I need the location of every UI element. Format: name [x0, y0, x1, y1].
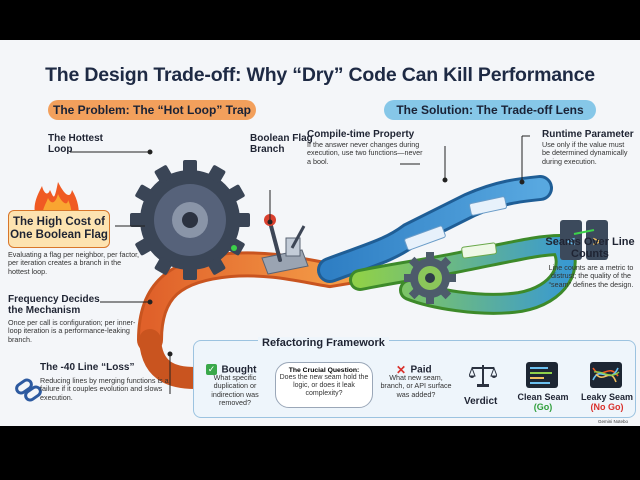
scale-icon: [469, 365, 497, 387]
paid-title: Paid: [410, 364, 432, 376]
frequency-title: Frequency Decides the Mechanism: [8, 294, 100, 316]
compile-time-title: Compile-time Property: [307, 129, 415, 140]
crucial-question-box: The Crucial Question: Does the new seam …: [275, 362, 373, 408]
letterbox-bottom: [0, 426, 640, 480]
infographic-canvas: The Design Trade-off: Why “Dry” Code Can…: [0, 40, 640, 426]
loss-body: Reducing lines by merging functions is a…: [40, 376, 169, 402]
seams-body: Line counts are a metric to distrust; th…: [548, 263, 634, 289]
small-gear-icon: [404, 252, 456, 304]
leaky-seam-label: Leaky Seam: [580, 392, 634, 402]
svg-text:>: >: [593, 234, 601, 250]
runtime-body: Use only if the value must be determined…: [542, 140, 628, 166]
paid-heading: ✕ Paid: [396, 361, 432, 379]
clean-seam-label: Clean Seam: [517, 392, 569, 402]
high-cost-body: Evaluating a flag per neighbor, per fact…: [8, 250, 140, 276]
bought-title: Bought: [221, 364, 257, 376]
chain-link-icon: [15, 378, 42, 402]
high-cost-box: The High Cost of One Boolean Flag: [8, 210, 110, 248]
track-illustration: < >: [15, 135, 608, 402]
question-title: The Crucial Question:: [288, 367, 360, 374]
hottest-loop-label: The Hottest Loop: [48, 133, 103, 155]
tangled-code-icon: [590, 362, 622, 388]
runtime-title: Runtime Parameter: [542, 129, 634, 140]
bought-heading: ✓ Bought: [206, 361, 256, 379]
watermark: Gemini Notebo: [598, 419, 629, 424]
clean-code-icon: [526, 362, 558, 388]
boolean-flag-branch-label: Boolean Flag Branch: [250, 133, 313, 155]
compile-time-body: If the answer never changes during execu…: [307, 140, 423, 166]
seams-title: Seams Over Line Counts: [545, 236, 635, 260]
paid-body: What new seam, branch, or API surface wa…: [380, 373, 452, 399]
page-title: The Design Trade-off: Why “Dry” Code Can…: [45, 64, 595, 86]
verdict-label: Verdict: [464, 396, 498, 407]
framework-title: Refactoring Framework: [258, 337, 389, 349]
question-body: Does the new seam hold the logic, or doe…: [279, 374, 369, 397]
bought-body: What specific duplication or indirection…: [211, 373, 259, 408]
cross-icon: ✕: [396, 362, 407, 377]
lever-icon: [261, 214, 309, 275]
code-brackets-icon: < >: [560, 220, 608, 260]
checkmark-icon: ✓: [206, 364, 217, 376]
clean-go-label: (Go): [533, 402, 553, 412]
leaky-nogo-label: (No Go): [590, 402, 624, 412]
gear-icon: [130, 160, 250, 280]
loss-title: The -40 Line “Loss”: [40, 362, 135, 373]
refactoring-framework-box: [193, 340, 636, 418]
svg-text:<: <: [567, 234, 575, 250]
problem-pill: The Problem: The “Hot Loop” Trap: [48, 100, 256, 120]
frequency-body: Once per call is configuration; per inne…: [8, 318, 136, 344]
solution-pill: The Solution: The Trade-off Lens: [384, 100, 596, 120]
